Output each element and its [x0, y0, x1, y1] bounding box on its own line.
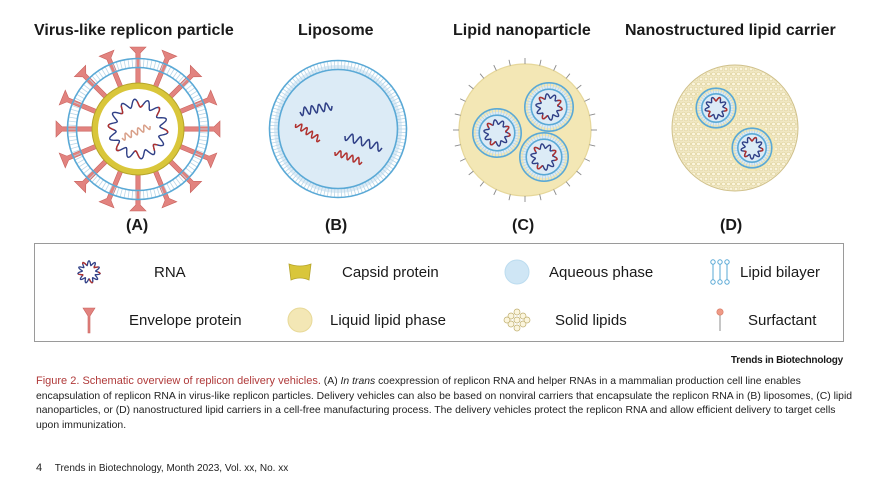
- legend-label-rna: RNA: [154, 263, 186, 281]
- page-number: 4: [36, 462, 43, 474]
- nanostructured-lipid-carrier-illustration: [671, 64, 799, 192]
- liquid-lipid-phase-icon: [280, 305, 320, 335]
- surfactant-icon: [700, 305, 740, 335]
- lipid-nanoparticle-illustration: [453, 58, 597, 202]
- legend-item-bilayer: Lipid bilayer: [700, 257, 820, 287]
- legend-label-capsid: Capsid protein: [342, 263, 439, 281]
- envelope-protein-icon: [69, 305, 109, 335]
- caption-title: Figure 2. Schematic overview of replicon…: [36, 375, 321, 387]
- figure-caption: Figure 2. Schematic overview of replicon…: [36, 374, 856, 433]
- legend-label-liquid-lipid: Liquid lipid phase: [330, 311, 446, 329]
- legend-item-surfactant: Surfactant: [700, 305, 816, 335]
- panel-title-c: Lipid nanoparticle: [453, 22, 591, 39]
- panel-letter-d: (D): [720, 217, 743, 234]
- footer-journal: Trends in Biotechnology, Month 2023, Vol…: [54, 463, 289, 474]
- legend-item-envelope: Envelope protein: [69, 305, 242, 335]
- legend-label-aqueous: Aqueous phase: [549, 263, 654, 281]
- legend-label-solid-lipids: Solid lipids: [555, 311, 627, 329]
- legend-label-envelope: Envelope protein: [129, 311, 242, 329]
- panel-title-b: Liposome: [298, 22, 374, 39]
- liposome-illustration: [268, 59, 408, 199]
- panel-letter-b: (B): [325, 217, 348, 234]
- legend-item-solid-lipids: Solid lipids: [497, 305, 627, 335]
- legend: RNA Capsid protein Aqueous phase Lipid b…: [34, 243, 844, 342]
- virus-like-particle-illustration: [55, 46, 221, 212]
- caption-body: coexpression of replicon RNA and helper …: [36, 376, 853, 431]
- capsid-protein-icon: [280, 257, 320, 287]
- panel-letter-a: (A): [126, 217, 149, 234]
- legend-item-capsid: Capsid protein: [280, 257, 439, 287]
- legend-label-bilayer: Lipid bilayer: [740, 263, 821, 281]
- panel-letter-c: (C): [512, 217, 535, 234]
- legend-label-surfactant: Surfactant: [748, 311, 817, 329]
- caption-prefix: (A): [323, 376, 341, 387]
- legend-item-liquid-lipid: Liquid lipid phase: [280, 305, 446, 335]
- lipid-bilayer-icon: [700, 257, 740, 287]
- journal-brand: Trends in Biotechnology: [730, 355, 843, 366]
- caption-in-trans: In trans: [340, 376, 376, 387]
- page-footer: 4 Trends in Biotechnology, Month 2023, V…: [36, 462, 288, 474]
- solid-lipids-icon: [497, 305, 537, 335]
- panel-title-d: Nanostructured lipid carrier: [625, 22, 836, 39]
- legend-item-rna: RNA: [69, 257, 186, 287]
- aqueous-phase-icon: [497, 257, 537, 287]
- rna-icon: [69, 257, 109, 287]
- panel-title-a: Virus-like replicon particle: [34, 22, 234, 39]
- legend-item-aqueous: Aqueous phase: [497, 257, 653, 287]
